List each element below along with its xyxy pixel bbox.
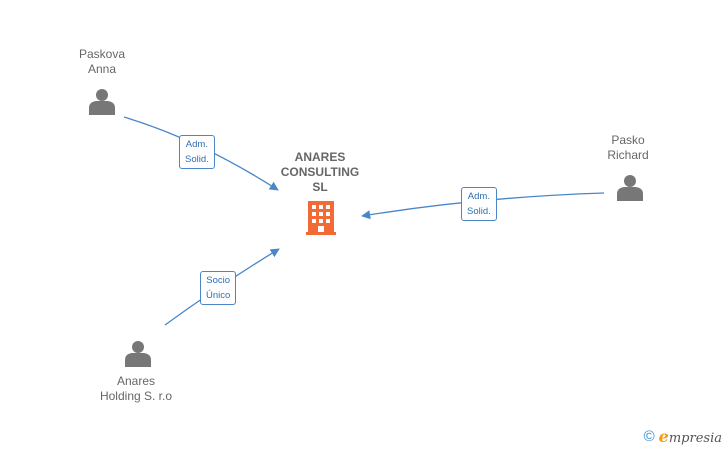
person-icon <box>617 175 643 201</box>
edge-label-pasko-richard: Adm. Solid. <box>461 187 497 221</box>
person-name-anares-holding[interactable]: Anares Holding S. r.o <box>99 374 173 403</box>
edge-label-anares-holding: Socio Único <box>200 271 237 305</box>
person-icon <box>125 341 151 367</box>
person-name-paskova-anna[interactable]: Paskova Anna <box>78 47 126 76</box>
building-icon <box>306 201 336 235</box>
person-name-pasko-richard[interactable]: Pasko Richard <box>607 133 649 162</box>
person-icon <box>89 89 115 115</box>
copyright-icon: © <box>643 428 655 445</box>
edge-label-paskova-anna: Adm. Solid. <box>179 135 215 169</box>
empresia-brand[interactable]: © empresia <box>644 427 722 446</box>
empresia-logo-e: e <box>658 427 669 446</box>
empresia-logo-text: mpresia <box>668 431 722 446</box>
company-name[interactable]: ANARES CONSULTING SL <box>280 150 360 194</box>
